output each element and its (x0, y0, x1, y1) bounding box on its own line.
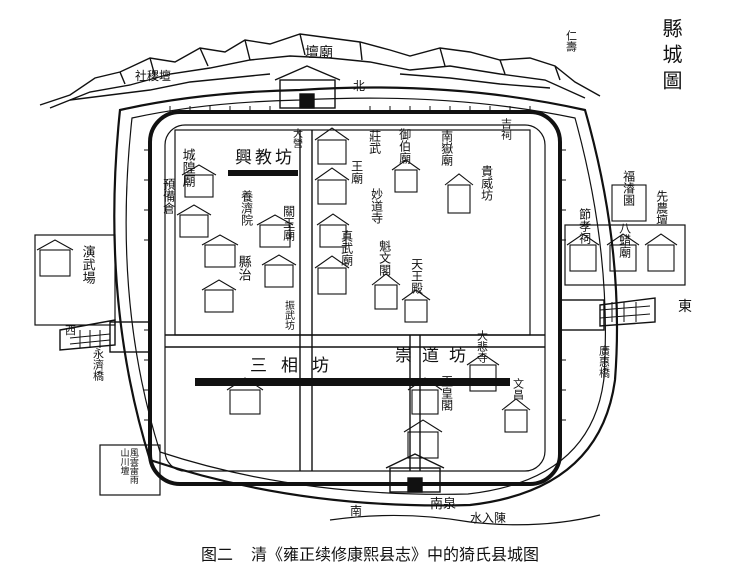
city-wall (148, 110, 562, 486)
label-zhenwu-miao: 真武廟 (339, 230, 354, 266)
west-gate (59, 319, 151, 353)
direction-east: 東 (678, 299, 692, 315)
bridges (69, 302, 651, 348)
east-gate (559, 297, 656, 331)
label-jiexiao-ci: 節孝祠 (577, 208, 592, 244)
label-yubo-miao: 御伯廟 (397, 128, 412, 164)
label-nan-quan: 南泉 (430, 497, 457, 512)
label-wang-miao: 王廟 (349, 160, 364, 184)
outer-moat-inner (125, 97, 607, 495)
label-renshou: 仁壽 (564, 30, 578, 52)
label-wenchang: 文昌 (511, 378, 525, 400)
altar-box (99, 444, 161, 496)
west-annex (34, 234, 116, 326)
label-chenghuang-miao: 城隍廟 (179, 148, 195, 187)
figure-caption: 图二清《雍正续修康熙县志》中的猗氏县城图 (0, 540, 740, 570)
label-miaodao-si: 妙道寺 (369, 188, 384, 224)
label-daying: 大營 (290, 128, 302, 148)
label-altar-mountain: 社稷壇 (135, 69, 172, 83)
city-wall-inner (164, 124, 546, 472)
label-sanxiang-fang: 三相坊 (250, 356, 343, 376)
street-band (195, 378, 510, 386)
label-yangji-yuan: 養濟院 (239, 190, 254, 226)
label-xingjiao-fang: 興教坊 (235, 148, 295, 168)
north-gate (274, 65, 341, 109)
direction-north: 北 (353, 79, 366, 93)
label-yubei-cang: 預備倉 (161, 178, 176, 214)
map-title: 縣城圖 (659, 18, 683, 96)
mountain-range (39, 33, 601, 109)
east-annex (564, 224, 686, 286)
street-band-2 (228, 170, 298, 176)
label-jisi: 吉祠 (499, 118, 513, 140)
label-xiannong-tan: 先農壇 (654, 190, 669, 226)
direction-west: 西 (65, 324, 76, 337)
label-kuiwen-ge: 魁文閣 (377, 240, 392, 276)
label-yuhuang-ge: 玉皇閣 (439, 375, 454, 411)
label-zhenwu-fang: 振武坊 (282, 300, 294, 330)
label-yanwu-chang: 演武場 (79, 245, 95, 284)
label-nanyue-miao: 南嶽廟 (439, 130, 454, 166)
label-yongji-qiao: 永濟橋 (91, 348, 105, 381)
label-chongdao-fang: 崇道坊 (395, 346, 476, 366)
south-river (329, 514, 601, 526)
label-zhuangwu: 莊武 (367, 130, 382, 154)
temple-buildings (36, 127, 678, 459)
label-guiwei-fang: 貴威坊 (479, 165, 494, 201)
label-fujun-yuan: 福濬園 (621, 170, 636, 206)
label-shrine-mountain: 壇廟 (305, 45, 333, 61)
county-city-map (34, 33, 686, 526)
south-gate (385, 453, 445, 493)
direction-south: 南 (350, 504, 363, 518)
wall-crenellations (144, 106, 566, 421)
label-guandi-miao: 關王廟 (281, 205, 296, 241)
main-streets (165, 130, 545, 471)
label-bazha-miao: 八蜡廟 (617, 222, 632, 258)
label-guanghui-qiao: 廣惠橋 (597, 345, 611, 378)
label-dabei-si: 大悲寺 (475, 330, 489, 363)
label-xianzhi: 縣治 (235, 255, 251, 281)
label-fengyun-tan: 風雲雷雨山川壇 (118, 448, 138, 484)
label-tianwang-dian: 天王殿 (409, 258, 424, 294)
figure-title: 清《雍正续修康熙县志》中的猗氏县城图 (251, 545, 540, 564)
label-shui-ru-chen: 水入陳 (470, 511, 507, 525)
figure-number: 图二 (200, 545, 233, 564)
